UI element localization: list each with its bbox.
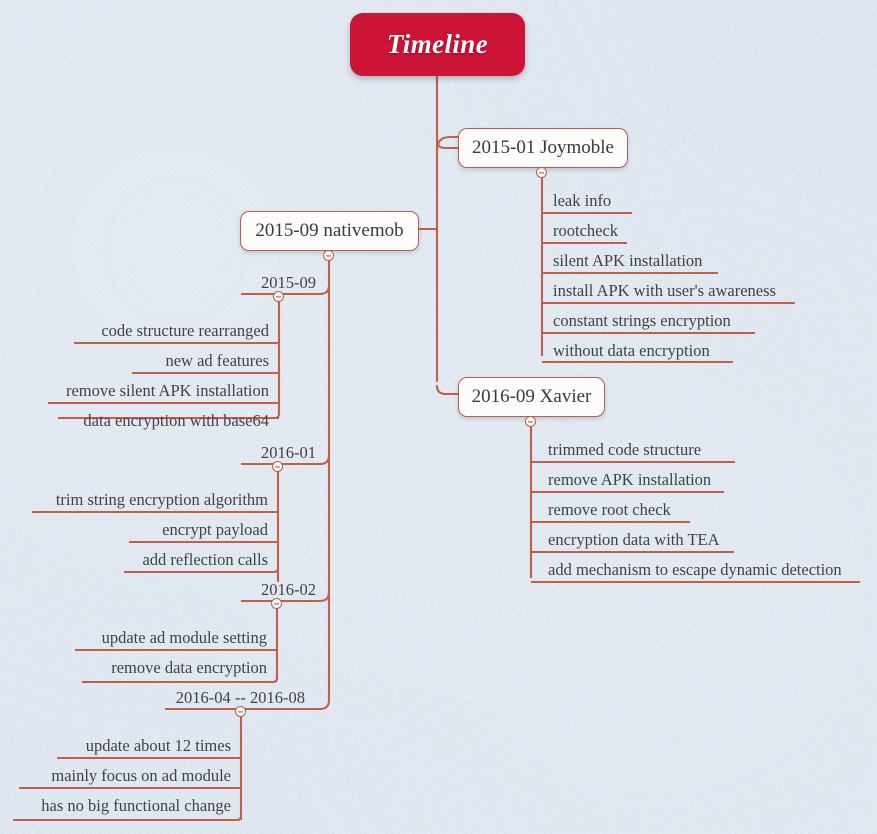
root-node-timeline[interactable]: Timeline [350, 13, 525, 76]
list-item[interactable]: constant strings encryption [553, 311, 731, 330]
list-item[interactable]: remove silent APK installation [65, 381, 269, 400]
list-item[interactable]: add mechanism to escape dynamic detectio… [548, 560, 842, 579]
root-node-label: Timeline [386, 29, 489, 59]
group-label-2016-02[interactable]: 2016-02 [261, 580, 316, 599]
list-item[interactable]: silent APK installation [553, 251, 703, 270]
list-item[interactable]: remove root check [548, 500, 671, 519]
minus-circle-icon-2015-09[interactable] [273, 291, 284, 302]
minus-circle-icon-xavier[interactable] [525, 416, 536, 427]
branch-node-label: 2015-09 nativemob [255, 220, 404, 241]
list-item[interactable]: remove APK installation [548, 470, 712, 489]
branch-node-nativemob[interactable]: 2015-09 nativemob [240, 211, 419, 251]
list-item[interactable]: mainly focus on ad module [51, 766, 231, 785]
minus-circle-icon-2016-04-2016-08[interactable] [235, 706, 246, 717]
list-item[interactable]: has no big functional change [41, 796, 231, 815]
minus-circle-icon-2016-02[interactable] [271, 598, 282, 609]
list-item[interactable]: add reflection calls [142, 550, 268, 569]
minus-circle-icon-nativemob[interactable] [323, 250, 334, 261]
group-label-2015-09[interactable]: 2015-09 [261, 273, 316, 292]
list-item[interactable]: leak info [553, 191, 612, 210]
list-item[interactable]: update about 12 times [85, 736, 231, 755]
group-label-2016-04-2016-08[interactable]: 2016-04 -- 2016-08 [175, 688, 305, 707]
list-item[interactable]: install APK with user's awareness [553, 281, 776, 300]
group-label-2016-01[interactable]: 2016-01 [261, 443, 316, 462]
list-item[interactable]: trimmed code structure [548, 440, 702, 459]
list-item[interactable]: trim string encryption algorithm [55, 490, 268, 509]
list-item[interactable]: data encryption with base64 [83, 411, 269, 430]
list-item[interactable]: new ad features [165, 351, 269, 370]
list-item[interactable]: rootcheck [553, 221, 619, 240]
branch-node-label: 2016-09 Xavier [471, 386, 592, 407]
branch-node-label: 2015-01 Joymoble [472, 137, 614, 158]
branch-node-xavier[interactable]: 2016-09 Xavier [458, 377, 605, 417]
minus-circle-icon-joymoble[interactable] [536, 167, 547, 178]
list-item[interactable]: code structure rearranged [101, 321, 269, 340]
minus-circle-icon-2016-01[interactable] [272, 461, 283, 472]
list-item[interactable]: encrypt payload [162, 520, 268, 539]
branch-node-joymoble[interactable]: 2015-01 Joymoble [458, 128, 628, 168]
list-item[interactable]: remove data encryption [111, 658, 267, 677]
list-item[interactable]: without data encryption [553, 341, 710, 360]
list-item[interactable]: encryption data with TEA [548, 530, 720, 549]
list-item[interactable]: update ad module setting [101, 628, 267, 647]
